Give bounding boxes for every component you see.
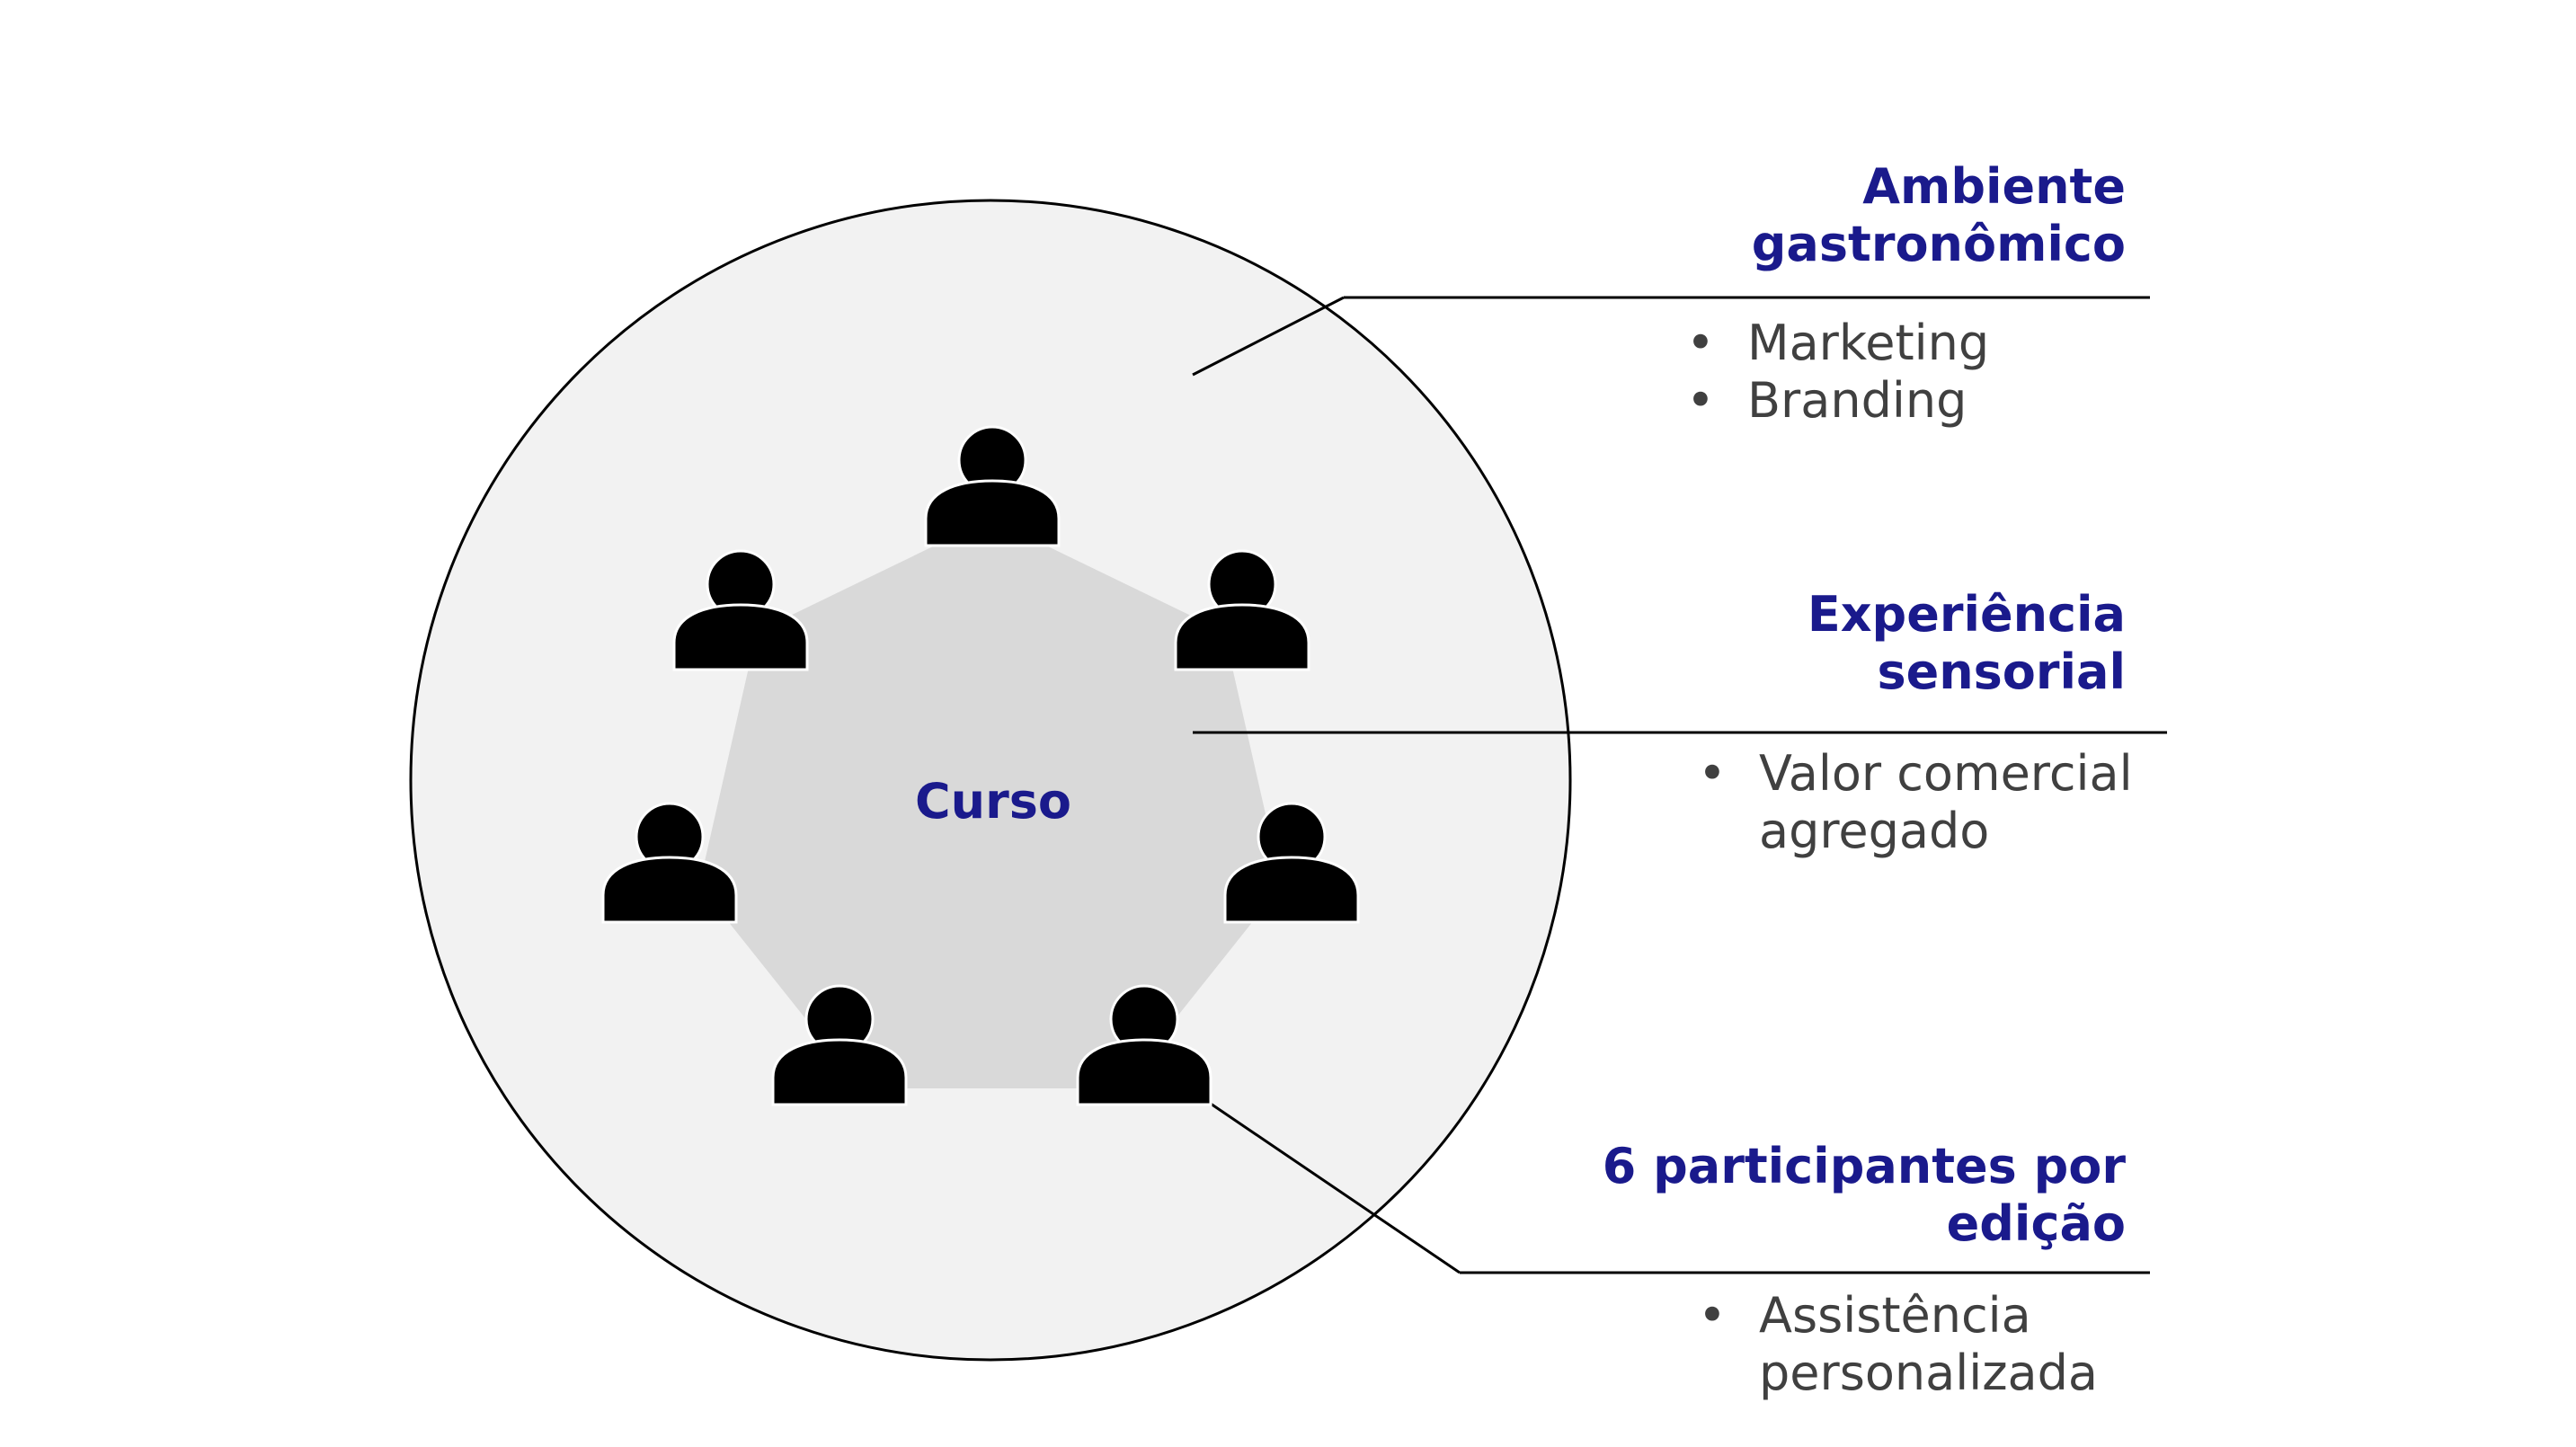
bullet-item: Marketing — [1686, 315, 1989, 372]
connector-line-participantes — [1207, 1100, 1461, 1274]
section-title-ambiente: Ambiente gastronômico — [1752, 158, 2126, 273]
bullet-item: Valor comercial agregado — [1698, 745, 2133, 860]
section-title-line: Experiência — [1807, 586, 2126, 643]
bullet-item: Branding — [1686, 372, 1989, 430]
bullet-text: Marketing — [1747, 315, 1990, 371]
center-label: Curso — [915, 773, 1071, 830]
bullet-list-experiencia: Valor comercial agregado — [1698, 745, 2133, 860]
section-title-line: sensorial — [1877, 644, 2126, 700]
bullet-text: agregado — [1759, 803, 1990, 859]
bullet-text: personalizada — [1759, 1345, 2098, 1401]
section-title-experiencia: Experiência sensorial — [1808, 586, 2126, 701]
bullet-text: Assistência — [1759, 1287, 2031, 1344]
course-heptagon — [699, 519, 1282, 1088]
bullet-text: Branding — [1747, 372, 1968, 429]
bullet-text: Valor comercial — [1759, 745, 2133, 802]
section-title-line: edição — [1946, 1195, 2126, 1252]
section-title-line: Ambiente — [1862, 158, 2126, 215]
section-title-line: gastronômico — [1751, 216, 2126, 272]
bullet-item: Assistência personalizada — [1698, 1287, 2098, 1402]
section-title-line: 6 participantes por — [1602, 1138, 2126, 1194]
connector-line-ambiente — [1192, 296, 1345, 377]
section-title-participantes: 6 participantes por edição — [1603, 1138, 2126, 1253]
bullet-list-participantes: Assistência personalizada — [1698, 1287, 2098, 1402]
bullet-list-ambiente: Marketing Branding — [1686, 315, 1989, 430]
